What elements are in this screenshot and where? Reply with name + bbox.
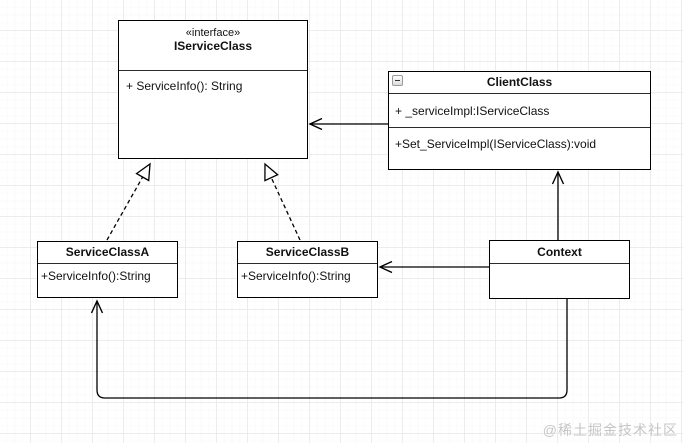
- clientclass-method: +Set_ServiceImpl(IServiceClass):void: [395, 137, 597, 151]
- class-context: Context: [489, 240, 630, 299]
- association-arrow-context-to-serviceclassa: [90, 299, 568, 399]
- class-serviceclassb: ServiceClassB +ServiceInfo():String: [237, 241, 378, 298]
- clientclass-name: ClientClass: [486, 75, 553, 89]
- iserviceclass-name: IServiceClass: [173, 39, 253, 53]
- clientclass-separator-1: [389, 93, 650, 94]
- iserviceclass-separator: [119, 70, 307, 71]
- class-iserviceclass: «interface» IServiceClass + ServiceInfo(…: [118, 20, 308, 159]
- serviceclassa-name: ServiceClassA: [65, 245, 150, 259]
- iserviceclass-member: + ServiceInfo(): String: [126, 79, 243, 93]
- context-name: Context: [537, 245, 582, 259]
- iserviceclass-header: «interface» IServiceClass: [119, 21, 307, 70]
- clientclass-attribute: + _serviceImpl:IServiceClass: [395, 103, 550, 118]
- serviceclassb-name: ServiceClassB: [265, 245, 350, 259]
- class-serviceclassa: ServiceClassA +ServiceInfo():String: [37, 241, 178, 298]
- clientclass-header: ClientClass: [389, 72, 650, 93]
- realization-arrow-serviceclassa-to-iserviceclass: [106, 162, 151, 241]
- clientclass-separator-2: [389, 127, 650, 128]
- realization-arrow-serviceclassb-to-iserviceclass: [264, 162, 301, 241]
- watermark: @稀土掘金技术社区: [542, 422, 678, 438]
- context-separator: [490, 263, 629, 264]
- serviceclassa-member: +ServiceInfo():String: [41, 269, 151, 283]
- serviceclassb-separator: [238, 263, 377, 264]
- class-clientclass: ClientClass + _serviceImpl:IServiceClass…: [388, 71, 651, 170]
- iserviceclass-stereotype: «interface»: [185, 27, 241, 39]
- serviceclassa-separator: [38, 263, 177, 264]
- serviceclassb-member: +ServiceInfo():String: [241, 269, 351, 283]
- collapse-minus-icon: [392, 75, 403, 86]
